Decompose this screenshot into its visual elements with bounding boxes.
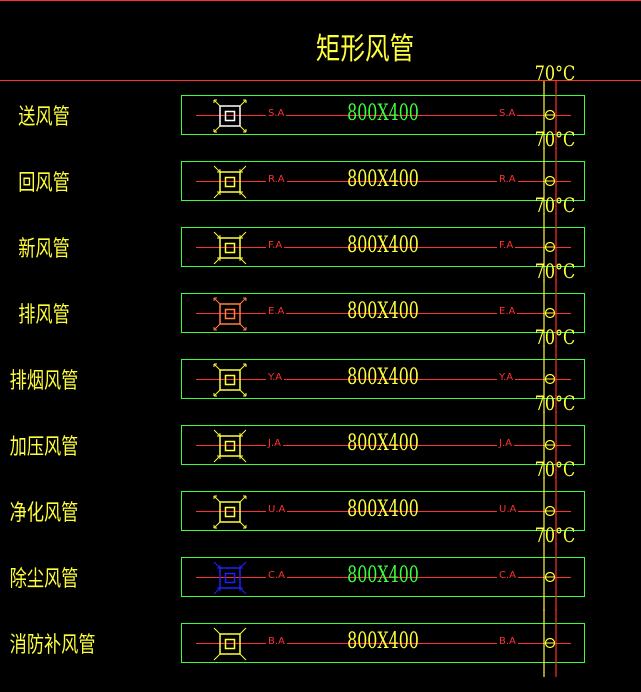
duct-code-right: J.A bbox=[497, 438, 514, 449]
duct-centerline bbox=[196, 379, 571, 380]
duct-code-left: Y.A bbox=[266, 372, 285, 383]
duct-outline bbox=[181, 227, 585, 267]
duct-row: 排风管 E.A E.A 800X400 bbox=[0, 279, 641, 347]
duct-code-left: E.A bbox=[266, 306, 287, 317]
duct-code-right: R.A bbox=[497, 174, 518, 185]
duct-outline bbox=[181, 359, 585, 399]
duct-code-right: S.A bbox=[497, 108, 518, 119]
duct-section-icon bbox=[213, 363, 247, 397]
duct-outline bbox=[181, 293, 585, 333]
duct-row: 除尘风管 C.A C.A 800X400 bbox=[0, 543, 641, 611]
top-border-line bbox=[0, 0, 641, 1]
duct-code-right: C.A bbox=[497, 570, 519, 581]
duct-centerline bbox=[196, 577, 571, 578]
duct-section-icon bbox=[213, 561, 247, 595]
damper-temp-label: 70°C bbox=[534, 127, 576, 151]
fire-damper-icon bbox=[543, 543, 557, 611]
fire-damper-icon bbox=[543, 147, 557, 215]
duct-type-label: 排风管 bbox=[18, 303, 70, 328]
duct-type-label: 回风管 bbox=[18, 171, 70, 196]
duct-code-left: B.A bbox=[266, 636, 287, 647]
duct-code-right: U.A bbox=[497, 504, 519, 515]
duct-code-left: R.A bbox=[266, 174, 287, 185]
fire-damper-icon bbox=[543, 279, 557, 347]
duct-code-left: F.A bbox=[266, 240, 285, 251]
duct-size-label: 800X400 bbox=[347, 629, 419, 654]
duct-centerline bbox=[196, 181, 571, 182]
duct-section-icon bbox=[213, 297, 247, 331]
duct-row: 送风管 S.A S.A 800X400 bbox=[0, 81, 641, 149]
duct-centerline bbox=[196, 643, 571, 644]
duct-size-label: 800X400 bbox=[347, 431, 419, 456]
duct-section-icon bbox=[213, 495, 247, 529]
fire-damper-icon bbox=[543, 411, 557, 479]
damper-temp-label: 70°C bbox=[534, 259, 576, 283]
duct-type-label: 排烟风管 bbox=[9, 369, 79, 394]
damper-temp-label: 70°C bbox=[534, 325, 576, 349]
duct-code-right: Y.A bbox=[497, 372, 516, 383]
fire-damper-icon bbox=[543, 81, 557, 149]
duct-size-label: 800X400 bbox=[347, 563, 419, 588]
duct-row: 净化风管 U.A U.A 800X400 bbox=[0, 477, 641, 545]
duct-size-label: 800X400 bbox=[347, 167, 419, 192]
duct-section-icon bbox=[213, 165, 247, 199]
duct-code-left: U.A bbox=[266, 504, 288, 515]
duct-outline bbox=[181, 425, 585, 465]
title-separator bbox=[0, 80, 641, 81]
duct-size-label: 800X400 bbox=[347, 101, 419, 126]
duct-type-label: 除尘风管 bbox=[9, 567, 79, 592]
damper-temp-label: 70°C bbox=[534, 61, 576, 85]
duct-outline bbox=[181, 557, 585, 597]
damper-temp-label: 70°C bbox=[534, 457, 576, 481]
duct-size-label: 800X400 bbox=[347, 299, 419, 324]
duct-row: 排烟风管 Y.A Y.A 800X400 bbox=[0, 345, 641, 413]
duct-outline bbox=[181, 491, 585, 531]
duct-size-label: 800X400 bbox=[347, 365, 419, 390]
duct-row: 新风管 F.A F.A 800X400 bbox=[0, 213, 641, 281]
duct-type-label: 加压风管 bbox=[9, 435, 79, 460]
duct-section-icon bbox=[213, 429, 247, 463]
duct-centerline bbox=[196, 115, 571, 116]
duct-type-label: 消防补风管 bbox=[9, 633, 96, 658]
duct-centerline bbox=[196, 511, 571, 512]
fire-damper-icon bbox=[543, 477, 557, 545]
duct-row: 消防补风管 B.A B.A 800X400 bbox=[0, 609, 641, 677]
duct-centerline bbox=[196, 445, 571, 446]
duct-outline bbox=[181, 95, 585, 135]
duct-outline bbox=[181, 161, 585, 201]
fire-damper-icon bbox=[543, 609, 557, 677]
duct-code-right: E.A bbox=[497, 306, 518, 317]
damper-temp-label: 70°C bbox=[534, 391, 576, 415]
duct-code-left: S.A bbox=[266, 108, 287, 119]
duct-code-left: C.A bbox=[266, 570, 288, 581]
fire-damper-icon bbox=[543, 213, 557, 281]
duct-type-label: 净化风管 bbox=[9, 501, 79, 526]
duct-type-label: 新风管 bbox=[18, 237, 70, 262]
duct-section-icon bbox=[213, 99, 247, 133]
page-title: 矩形风管 bbox=[315, 32, 415, 67]
duct-centerline bbox=[196, 247, 571, 248]
duct-size-label: 800X400 bbox=[347, 233, 419, 258]
duct-code-left: J.A bbox=[266, 438, 283, 449]
duct-size-label: 800X400 bbox=[347, 497, 419, 522]
duct-row: 回风管 R.A R.A 800X400 bbox=[0, 147, 641, 215]
damper-temp-label: 70°C bbox=[534, 523, 576, 547]
duct-centerline bbox=[196, 313, 571, 314]
duct-section-icon bbox=[213, 231, 247, 265]
fire-damper-icon bbox=[543, 345, 557, 413]
damper-temp-label: 70°C bbox=[534, 193, 576, 217]
duct-code-right: B.A bbox=[497, 636, 518, 647]
duct-code-right: F.A bbox=[497, 240, 516, 251]
duct-type-label: 送风管 bbox=[18, 105, 70, 130]
duct-section-icon bbox=[213, 627, 247, 661]
duct-outline bbox=[181, 623, 585, 663]
duct-row: 加压风管 J.A J.A 800X400 bbox=[0, 411, 641, 479]
